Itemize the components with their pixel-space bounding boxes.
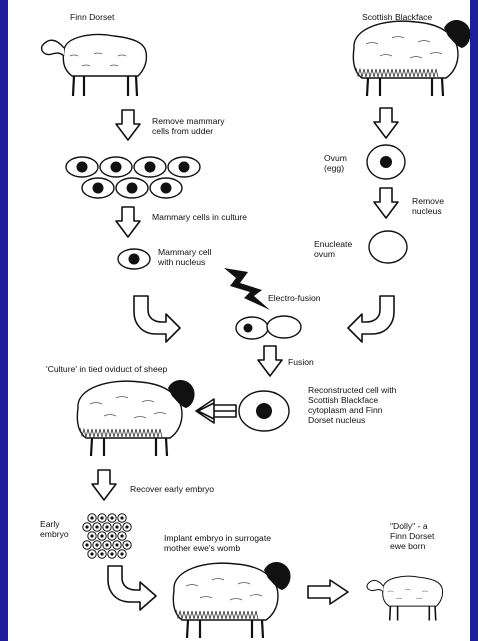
label-fusion: Fusion	[288, 357, 314, 367]
label-recover-embryo: Recover early embryo	[130, 484, 214, 494]
surrogate-sheep	[173, 562, 290, 638]
label-mammary-culture: Mammary cells in culture	[152, 212, 247, 222]
reconstructed-cell	[239, 391, 289, 431]
embryo-nucleus	[90, 516, 93, 519]
embryo-nucleus	[115, 543, 118, 546]
scottish-blackface-sheep	[353, 20, 470, 96]
embryo-nucleus	[100, 552, 103, 555]
arrow-mammary-culture	[116, 207, 140, 237]
curved-arrow-left	[134, 296, 180, 342]
embryo-nucleus	[90, 552, 93, 555]
embryo-nucleus	[115, 525, 118, 528]
embryo-nucleus	[120, 552, 123, 555]
arrow-remove-nucleus	[374, 188, 398, 218]
label-electro-fusion: Electro-fusion	[268, 293, 321, 303]
embryo-nucleus	[95, 525, 98, 528]
dolly-sheep	[367, 576, 442, 620]
embryo-nucleus	[85, 525, 88, 528]
arrow-to-dolly	[308, 580, 348, 604]
embryo-nucleus	[110, 516, 113, 519]
embryo-nucleus	[120, 516, 123, 519]
embryo-nucleus	[100, 516, 103, 519]
embryo-nucleus	[110, 534, 113, 537]
label-reconstructed: Reconstructed cell with Scottish Blackfa…	[308, 385, 396, 425]
arrow-ovum	[374, 108, 398, 138]
embryo-nucleus	[105, 525, 108, 528]
embryo-nucleus	[95, 543, 98, 546]
ovum-egg	[367, 145, 405, 179]
embryo-nucleus	[100, 534, 103, 537]
curved-arrow-implant	[108, 566, 156, 610]
label-early-embryo: Early embryo	[40, 519, 69, 539]
embryo-nucleus	[125, 543, 128, 546]
fusing-cells	[236, 316, 301, 339]
arrow-recover-embryo	[92, 470, 116, 500]
embryo-nucleus	[125, 525, 128, 528]
arrow-fusion	[258, 346, 282, 376]
label-mammary-cell: Mammary cell with nucleus	[158, 247, 211, 267]
diagram-panel: Finn Dorset Scottish Blackface Remove ma…	[8, 0, 470, 641]
arrow-remove-mammary	[116, 110, 140, 140]
embryo-nucleus	[85, 543, 88, 546]
early-embryo-cluster	[83, 514, 131, 558]
label-enucleate-ovum: Enucleate ovum	[314, 239, 352, 259]
lightning-bolt-icon	[224, 268, 270, 310]
embryo-nucleus	[110, 552, 113, 555]
mammary-cells-cluster	[66, 157, 200, 198]
label-remove-mammary: Remove mammary cells from udder	[152, 116, 225, 136]
label-scottish-blackface: Scottish Blackface	[362, 12, 432, 22]
arrow-to-oviduct	[196, 399, 236, 423]
embryo-nucleus	[105, 543, 108, 546]
label-ovum: Ovum (egg)	[324, 153, 347, 173]
curved-arrow-right	[348, 296, 394, 342]
oviduct-sheep	[77, 380, 194, 456]
label-implant: Implant embryo in surrogate mother ewe's…	[164, 533, 271, 553]
label-dolly: "Dolly" - a Finn Dorset ewe born	[390, 521, 434, 551]
label-remove-nucleus: Remove nucleus	[412, 196, 444, 216]
embryo-nucleus	[90, 534, 93, 537]
finn-dorset-sheep	[42, 35, 147, 96]
enucleate-ovum	[369, 231, 407, 263]
label-culture-oviduct: 'Culture' in tied oviduct of sheep	[46, 364, 167, 374]
label-finn-dorset: Finn Dorset	[70, 12, 114, 22]
embryo-nucleus	[120, 534, 123, 537]
mammary-cell	[118, 249, 150, 269]
